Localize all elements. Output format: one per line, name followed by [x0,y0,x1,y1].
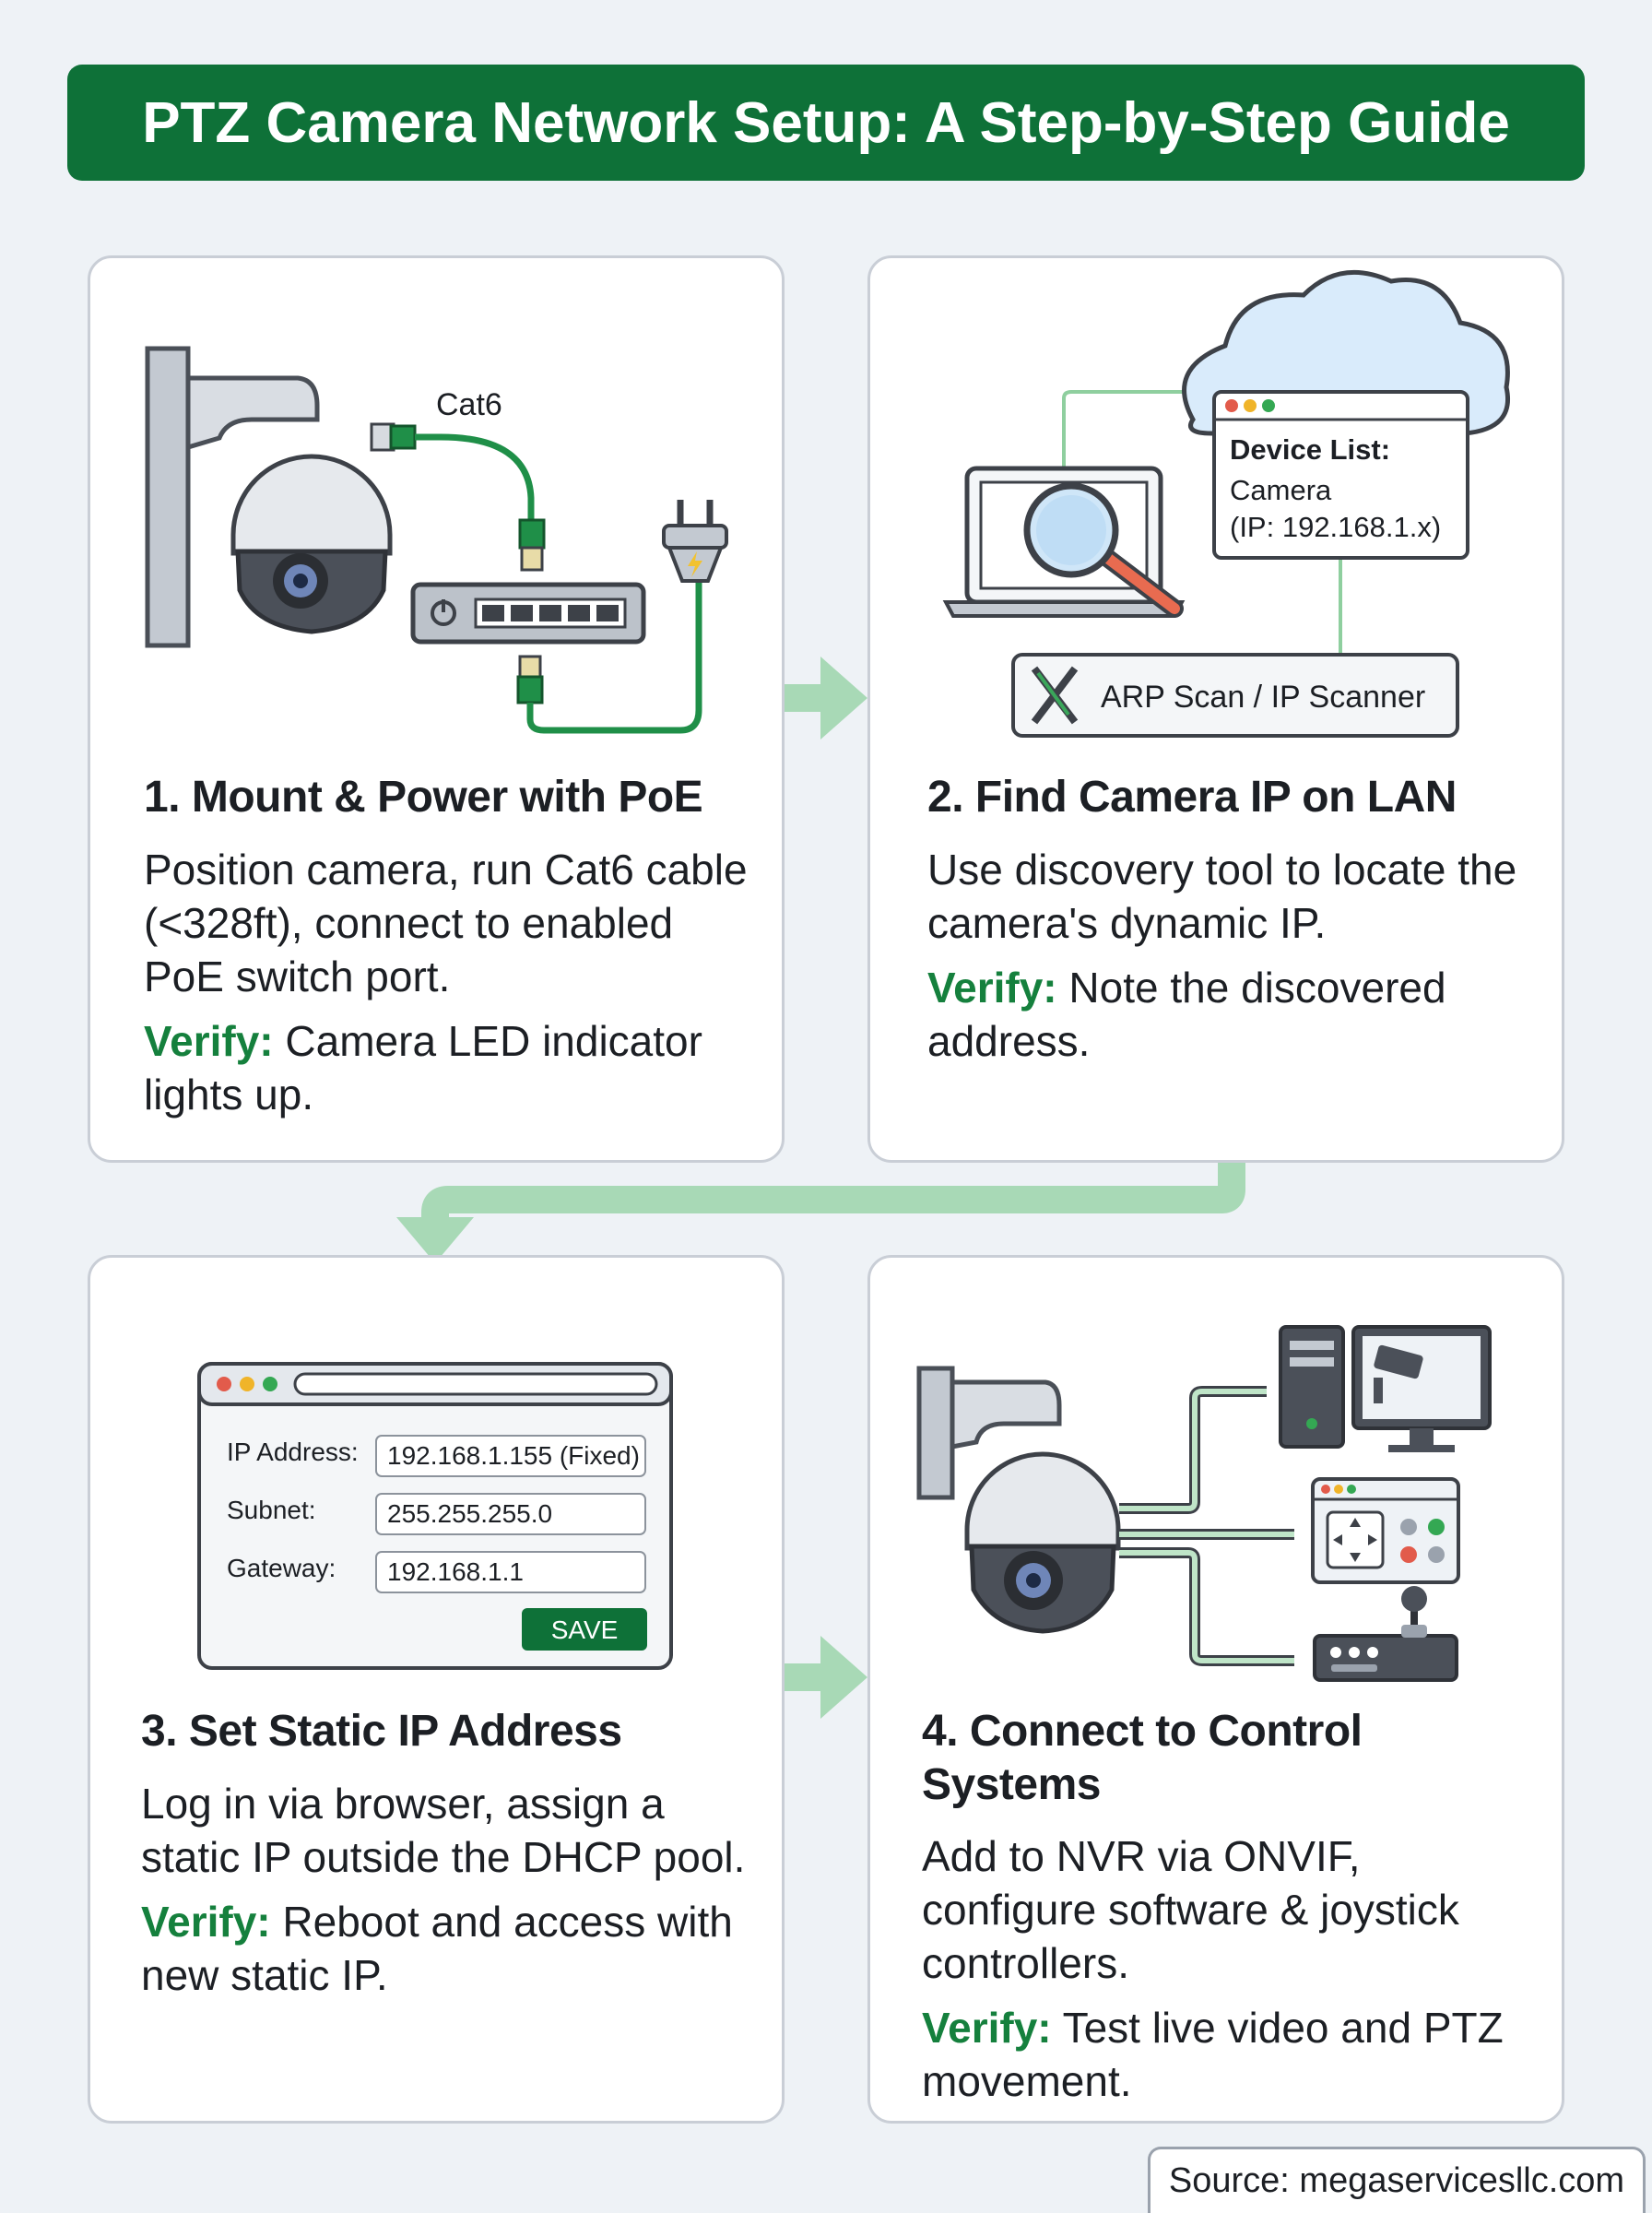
gateway-value: 192.168.1.1 [387,1557,524,1586]
step-title: 2. Find Camera IP on LAN [927,773,1457,822]
step-title: 1. Mount & Power with PoE [144,773,703,822]
subnet-label: Subnet: [227,1496,316,1524]
page-title: PTZ Camera Network Setup: A Step-by-Step… [67,65,1585,181]
step-card-3: IP Address: 192.168.1.155 (Fixed) Subnet… [88,1255,785,2124]
step-verify: Verify: Note the discovered address. [927,961,1534,1068]
ip-address-input[interactable] [375,1435,646,1477]
step-card-4: 4. Connect to Control Systems Add to NVR… [867,1255,1564,2124]
address-bar[interactable] [293,1372,658,1396]
arrow-step3-to-step4 [785,1636,867,1719]
tools-icon [1031,666,1079,725]
subnet-value: 255.255.255.0 [387,1499,552,1528]
gateway-input[interactable] [375,1551,646,1593]
rj45-connector-icon [516,655,544,704]
verify-text: Test live video and PTZ movement. [922,2004,1504,2106]
step-description: Add to NVR via ONVIF, configure software… [922,1832,1459,1988]
step-description: Use discovery tool to locate the camera'… [927,845,1517,947]
step-verify: Verify: Camera LED indicator lights up. [144,1014,754,1121]
ptz-camera-icon [964,1451,1121,1634]
step-description: Log in via browser, assign a static IP o… [141,1779,746,1881]
step-card-2: Device List: Camera (IP: 192.168.1.x) AR [867,255,1564,1163]
browser-window: IP Address: 192.168.1.155 (Fixed) Subnet… [197,1362,673,1670]
device-name: Camera [1230,474,1332,506]
step-verify: Verify: Reboot and access with new stati… [141,1895,754,2002]
ip-scanner-button[interactable]: ARP Scan / IP Scanner [1011,653,1459,738]
step-title: 3. Set Static IP Address [141,1707,622,1756]
static-ip-form-illustration: IP Address: 192.168.1.155 (Fixed) Subnet… [197,1362,673,1670]
ip-address-label: IP Address: [227,1438,359,1466]
camera-poe-illustration: Cat6 [145,346,728,734]
nvr-computer-icon [1279,1325,1492,1452]
source-credit: Source: megaservicesllc.com [1148,2147,1646,2213]
wall-mount-icon [916,1366,955,1500]
verify-text: Note the discovered address. [927,963,1446,1065]
wall-mount-icon [145,346,191,648]
step-verify: Verify: Test live video and PTZ movement… [922,2001,1534,2108]
joystick-controller-icon [1313,1586,1458,1682]
verify-label: Verify: [922,2004,1052,2053]
verify-text: Reboot and access with new static IP. [141,1897,733,1999]
power-plug-icon [662,500,728,583]
magnifier-icon [1023,482,1184,618]
save-button[interactable]: SAVE [522,1608,647,1651]
ip-address-value: 192.168.1.155 (Fixed) [387,1441,640,1470]
save-label: SAVE [551,1615,619,1644]
step-card-1: Cat6 [88,255,785,1163]
device-list-window: Device List: Camera (IP: 192.168.1.x) [1212,390,1469,560]
verify-label: Verify: [927,963,1057,1012]
scanner-label: ARP Scan / IP Scanner [1101,680,1425,715]
verify-text: Camera LED indicator lights up. [144,1016,702,1118]
ip-discovery-illustration: Device List: Camera (IP: 192.168.1.x) AR [942,269,1510,738]
subnet-input[interactable] [375,1493,646,1535]
verify-label: Verify: [144,1016,274,1065]
cable-label: Cat6 [436,387,502,422]
step-description: Position camera, run Cat6 cable (<328ft)… [144,845,748,1000]
device-ip: (IP: 192.168.1.x) [1230,511,1441,543]
rj45-connector-icon [370,422,417,452]
rj45-connector-icon [518,518,546,572]
ptz-camera-icon [230,454,393,634]
arrow-step2-to-step3 [396,1163,1245,1263]
control-software-icon [1311,1477,1460,1584]
control-systems-illustration [916,1325,1492,1682]
device-list-title: Device List: [1230,433,1390,466]
arrow-step1-to-step2 [785,657,867,740]
step-title: 4. Connect to Control Systems [922,1707,1363,1809]
gateway-label: Gateway: [227,1554,336,1582]
poe-switch-icon [410,582,646,645]
verify-label: Verify: [141,1897,271,1946]
